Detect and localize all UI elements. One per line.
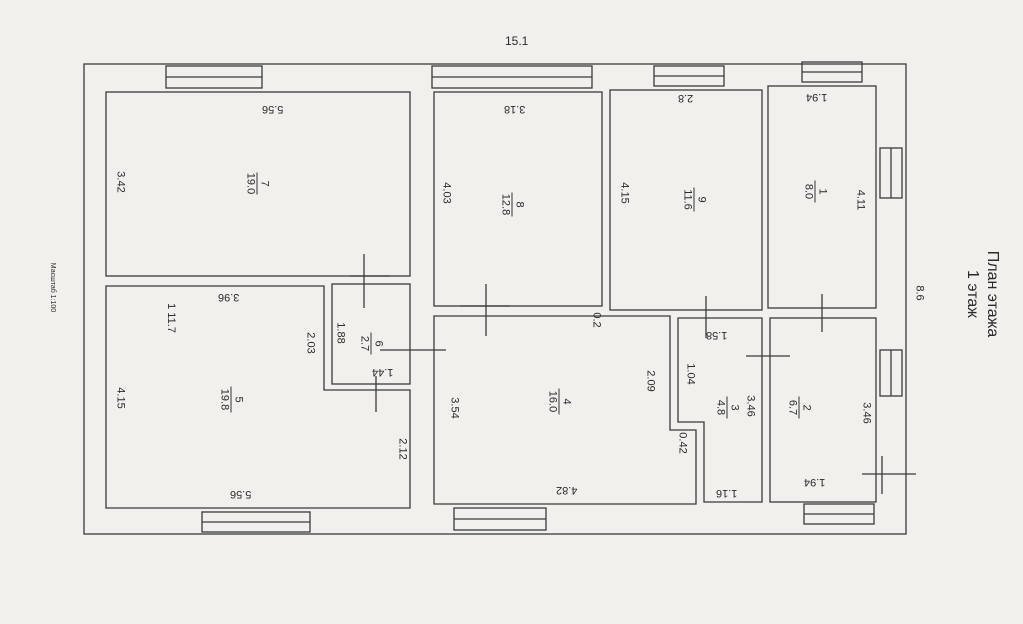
room-4-right-height: 2.09 [644, 370, 657, 392]
scale-label: Масштаб 1:100 [49, 262, 57, 313]
room-7-height: 3.42 [114, 171, 127, 193]
room-8-outline [433, 91, 603, 307]
room-5-width-bottom: 5.56 [230, 488, 252, 500]
room-9-number: 9 [693, 187, 708, 212]
room-5-outline [105, 285, 411, 509]
room-2-label: 2 6.7 [786, 396, 813, 419]
room-4-area: 16.0 [546, 390, 559, 413]
room-3-number: 3 [726, 396, 741, 419]
room-2-area: 6.7 [786, 399, 799, 416]
room-5-width-top: 3.96 [218, 291, 240, 303]
outer-wall-outline [83, 63, 907, 535]
room-7-outline [105, 91, 411, 277]
room-1-number: 1 [814, 180, 829, 203]
room-6-height: 1.88 [334, 322, 347, 344]
room-8-width: 3.18 [504, 103, 526, 115]
room-6-outline [331, 283, 411, 385]
room-3-width-top: 1.58 [706, 329, 728, 341]
room-5-extra: 1 11.7 [164, 303, 177, 333]
room-8-label: 8 12.8 [499, 192, 526, 217]
room-2-height: 3.46 [860, 402, 873, 424]
room-5-area: 19.8 [218, 388, 231, 411]
plan-title-sub: 1 этаж [964, 270, 981, 318]
room-8-height: 4.03 [440, 182, 453, 204]
room-3-label: 3 4.8 [714, 396, 741, 419]
room-5-notch-height: 2.03 [304, 332, 317, 354]
room-3-notch: 1.04 [684, 363, 697, 385]
room-6-width: 1.44 [372, 366, 394, 378]
room-7-label: 7 19.0 [244, 172, 271, 195]
room-3-height: 3.46 [744, 395, 757, 417]
plan-title-main: План этажа [984, 250, 1001, 338]
room-7-area: 19.0 [244, 172, 257, 195]
room-6-number: 6 [370, 332, 385, 355]
room-4-left-height: 3.54 [448, 397, 461, 419]
room-4-step: 0.42 [676, 432, 689, 454]
room-7-width: 5.56 [262, 103, 284, 115]
room-9-area: 11.6 [681, 189, 694, 210]
room-5-right-height: 2.12 [396, 438, 409, 460]
room-2-number: 2 [798, 396, 813, 419]
room-6-area: 2.7 [358, 335, 371, 352]
room-8-area: 12.8 [499, 193, 512, 216]
overall-height-label: 8.6 [913, 285, 926, 301]
room-7-number: 7 [256, 172, 271, 195]
room-9-label: 9 11.6 [681, 187, 708, 212]
room-3-area: 4.8 [714, 399, 727, 416]
room-9-outline [609, 89, 763, 311]
room-5-height: 4.15 [114, 387, 127, 409]
room-9-height: 4.15 [618, 182, 631, 204]
room-3-width-bottom: 1.16 [716, 487, 738, 499]
room-9-width: 2.8 [678, 92, 694, 104]
room-4-label: 4 16.0 [546, 388, 573, 415]
room-4-wall-gap: 0.2 [590, 312, 603, 328]
room-2-width: 1.94 [804, 476, 826, 488]
room-4-number: 4 [558, 388, 573, 415]
room-5-number: 5 [230, 386, 245, 413]
room-1-width: 1.94 [806, 91, 828, 103]
room-1-height: 4.11 [854, 189, 867, 211]
room-2-outline [769, 317, 877, 503]
room-1-label: 1 8.0 [802, 180, 829, 203]
overall-width-label: 15.1 [505, 34, 529, 48]
room-3-outline [677, 317, 763, 503]
room-1-area: 8.0 [802, 183, 815, 200]
room-4-outline [433, 315, 697, 505]
room-5-label: 5 19.8 [218, 386, 245, 413]
room-8-number: 8 [511, 192, 526, 217]
room-6-label: 6 2.7 [358, 332, 385, 355]
room-4-width: 4.82 [556, 484, 578, 496]
plan-title: План этажа 1 этаж [962, 234, 1002, 354]
